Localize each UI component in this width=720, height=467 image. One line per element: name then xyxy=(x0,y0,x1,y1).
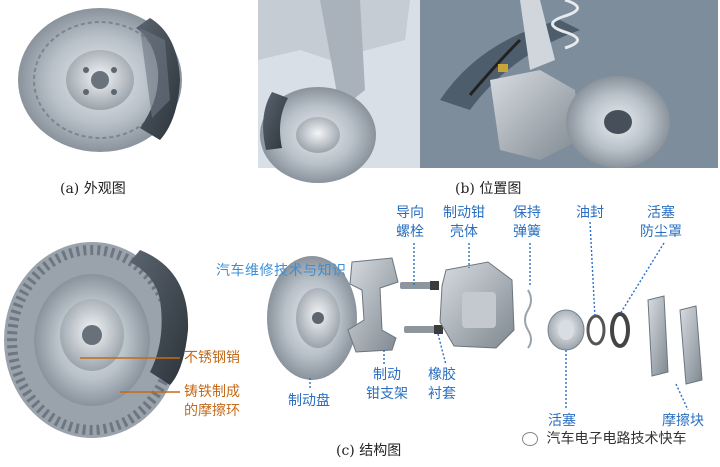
caption-structure-view: (c) 结构图 xyxy=(336,443,402,459)
label-piston: 活塞 xyxy=(548,413,576,429)
position-view-illustration xyxy=(258,0,718,183)
label-retaining-spring: 保持 弹簧 xyxy=(513,205,541,240)
caption-exterior-view: (a) 外观图 xyxy=(60,181,126,197)
label-caliper-housing: 制动钳 壳体 xyxy=(443,205,485,240)
watermark-center: 汽车维修技术与知识 xyxy=(216,263,347,279)
wechat-icon xyxy=(522,432,538,446)
label-cast-iron-ring: 铸铁制成 的摩擦环 xyxy=(184,384,240,419)
orange-leader-lines xyxy=(80,357,180,393)
label-oil-seal: 油封 xyxy=(576,205,604,221)
label-piston-dust-cover: 活塞 防尘罩 xyxy=(640,205,682,240)
label-caliper-bracket: 制动 钳支架 xyxy=(366,367,408,402)
leader-lines xyxy=(309,221,689,411)
label-friction-pad: 摩擦块 xyxy=(662,413,704,429)
label-guide-bolt: 导向 螺栓 xyxy=(396,205,424,240)
caption-position-view: (b) 位置图 xyxy=(455,181,522,197)
label-rubber-bushing: 橡胶 衬套 xyxy=(428,367,456,402)
cutaway-disc-illustration xyxy=(4,242,189,438)
watermark-corner: 汽车电子电路技术快车 xyxy=(522,428,686,448)
label-brake-disc: 制动盘 xyxy=(288,393,330,409)
watermark-corner-text: 汽车电子电路技术快车 xyxy=(546,431,687,447)
exploded-view-illustration xyxy=(267,256,703,385)
exterior-disc-illustration xyxy=(18,8,182,152)
label-stainless-pin: 不锈钢销 xyxy=(184,350,240,366)
